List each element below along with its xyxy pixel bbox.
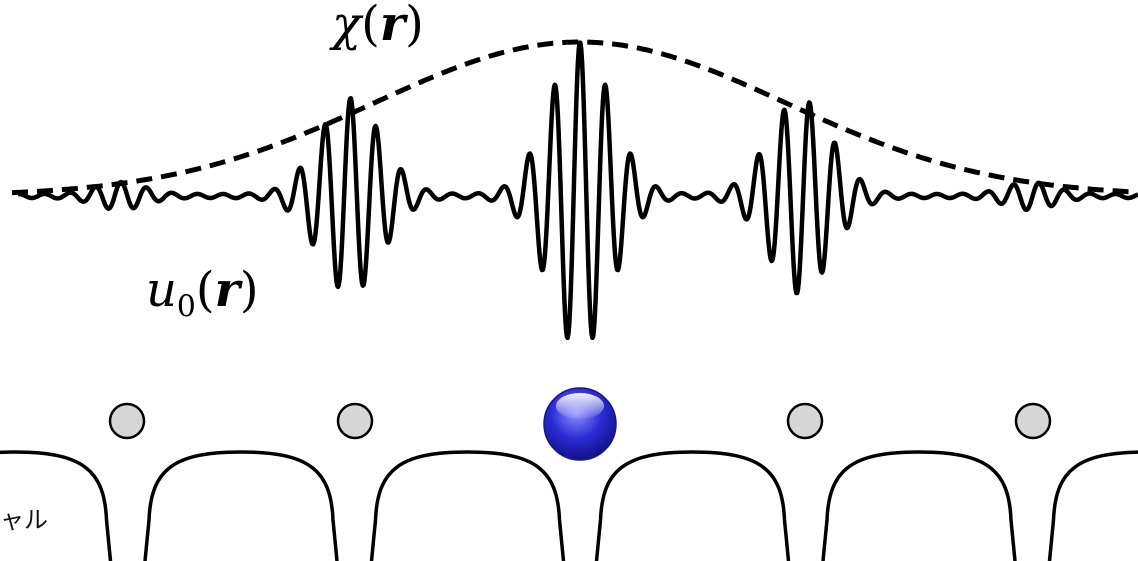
potential-well bbox=[1050, 452, 1138, 561]
lattice-atom bbox=[788, 404, 822, 438]
potential-well bbox=[372, 452, 564, 561]
lattice-atom bbox=[338, 404, 372, 438]
potential-well bbox=[145, 452, 337, 561]
side-text-fragment: ャル bbox=[0, 500, 48, 535]
potential-well bbox=[823, 452, 1015, 561]
periodic-potential bbox=[0, 452, 1138, 561]
lattice-atom bbox=[110, 404, 144, 438]
wavefunction-label: u0(r) bbox=[146, 262, 259, 324]
lattice-atoms bbox=[110, 388, 1050, 460]
envelope-label: χ(r) bbox=[332, 0, 424, 52]
atom-highlight bbox=[556, 393, 604, 419]
potential-well bbox=[597, 452, 789, 561]
lattice-atom bbox=[1016, 404, 1050, 438]
